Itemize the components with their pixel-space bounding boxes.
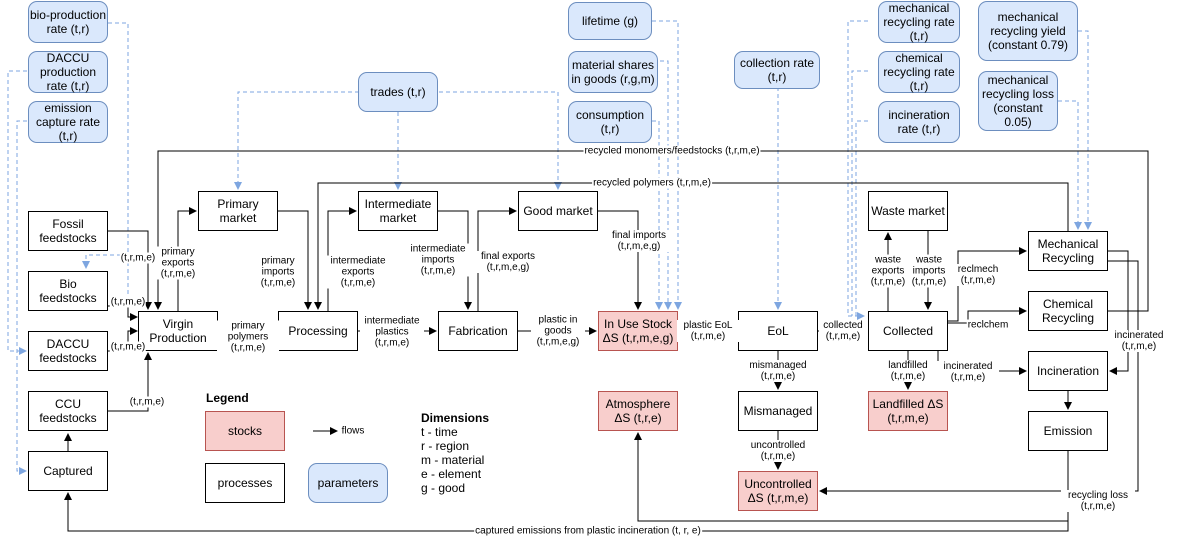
param-consumption: consumption (t,r) bbox=[568, 101, 652, 143]
param-trades: trades (t,r) bbox=[358, 72, 438, 112]
flow-final-imports bbox=[598, 210, 642, 310]
stock-landfilled: Landfilled ΔS (t,r,m,e) bbox=[868, 391, 948, 431]
process-mismanaged: Mismanaged bbox=[738, 391, 818, 431]
flow-recycled-monomers bbox=[154, 150, 1149, 312]
process-mechanical-recycling: Mechanical Recycling bbox=[1028, 231, 1108, 271]
label-ccu-flow: (t,r,m,e) bbox=[128, 396, 166, 408]
label-bio-flow: (t,r,m,e) bbox=[109, 296, 147, 308]
label-captured-emissions: captured emissions from plastic incinera… bbox=[474, 525, 702, 537]
param-bio-production-rate: bio-production rate (t,r) bbox=[28, 1, 108, 43]
label-waste-imports: waste imports (t,r,m,e) bbox=[906, 254, 952, 288]
legend-flows-label: flows bbox=[341, 425, 365, 437]
label-plastic-eol: plastic EoL (t,r,m,e) bbox=[677, 320, 739, 342]
link-lifetime bbox=[652, 20, 682, 310]
param-mechanical-recycling-yield: mechanical recycling yield (constant 0.7… bbox=[978, 1, 1078, 61]
stock-uncontrolled: Uncontrolled ΔS (t,r,m,e) bbox=[738, 471, 818, 511]
label-primary-polymers: primary polymers (t,r,m,e) bbox=[217, 320, 279, 354]
flow-incinerated-mech bbox=[1108, 250, 1129, 375]
flow-recycling-loss bbox=[819, 260, 1139, 495]
label-waste-exports: waste exports (t,r,m,e) bbox=[865, 254, 911, 288]
process-bio-feedstocks: Bio feedstocks bbox=[28, 271, 108, 311]
flow-ccu bbox=[108, 352, 152, 412]
param-emission-capture-rate: emission capture rate (t,r) bbox=[28, 101, 108, 143]
legend-dim-e: e - element bbox=[421, 467, 482, 481]
process-chemical-recycling: Chemical Recycling bbox=[1028, 291, 1108, 331]
link-material-shares bbox=[660, 60, 672, 310]
process-emission: Emission bbox=[1028, 411, 1108, 451]
param-lifetime: lifetime (g) bbox=[568, 2, 652, 40]
param-mechanical-recycling-loss: mechanical recycling loss (constant 0.05… bbox=[978, 71, 1058, 131]
link-chem-rate bbox=[851, 70, 868, 316]
legend-dim-r: r - region bbox=[421, 439, 470, 453]
flow-bio bbox=[108, 305, 138, 321]
label-recycled-polymers: recycled polymers (t,r,m,e) bbox=[592, 177, 712, 189]
process-ccu-feedstocks: CCU feedstocks bbox=[28, 391, 108, 431]
label-uncontrolled-flow: uncontrolled (t,r,m,e) bbox=[745, 440, 811, 462]
legend-dimensions: Dimensions t - time r - region m - mater… bbox=[421, 411, 489, 495]
process-virgin-production: Virgin Production bbox=[138, 311, 218, 351]
label-primary-imports: primary imports (t,r,m,e) bbox=[253, 255, 303, 289]
label-intermediate-imports: intermediate imports (t,r,m,e) bbox=[405, 243, 471, 277]
process-fabrication: Fabrication bbox=[438, 311, 518, 351]
process-fossil-feedstocks: Fossil feedstocks bbox=[28, 211, 108, 251]
flow-reclmech bbox=[948, 247, 1027, 322]
label-recycling-loss: recycling loss (t,r,m,e) bbox=[1061, 490, 1135, 512]
label-recycled-monomers: recycled monomers/feedstocks (t,r,m,e) bbox=[583, 145, 761, 157]
process-processing: Processing bbox=[278, 311, 358, 351]
process-primary-market: Primary market bbox=[198, 191, 278, 231]
link-trades-primary bbox=[234, 91, 359, 190]
label-collected-flow: collected (t,r,m,e) bbox=[819, 320, 867, 342]
process-waste-market: Waste market bbox=[868, 191, 948, 231]
flow-reclchem bbox=[948, 307, 1027, 324]
stock-atmosphere: Atmosphere ΔS (t,r,e) bbox=[598, 391, 678, 431]
legend-dim-t: t - time bbox=[421, 425, 458, 439]
flow-emission-atmosphere bbox=[634, 432, 1069, 522]
label-mismanaged-flow: mismanaged (t,r,m,e) bbox=[744, 360, 812, 382]
param-incineration-rate: incineration rate (t,r) bbox=[878, 101, 960, 143]
stock-in-use: In Use Stock ΔS (t,r,m,e,g) bbox=[598, 311, 678, 351]
process-collected: Collected bbox=[868, 311, 948, 351]
process-captured: Captured bbox=[28, 451, 108, 491]
link-emission-capture bbox=[16, 120, 27, 475]
label-fossil-flow: (t,r,m,e) bbox=[119, 252, 157, 264]
legend-dims-title: Dimensions bbox=[421, 411, 490, 425]
label-incinerated-collected: incinerated (t,r,m,e) bbox=[937, 361, 999, 383]
link-consumption bbox=[652, 120, 663, 310]
process-incineration: Incineration bbox=[1028, 351, 1108, 391]
flow-fossil bbox=[108, 230, 152, 310]
label-intermediate-plastics: intermediate plastics (t,r,m,e) bbox=[360, 315, 424, 349]
label-landfilled-flow: landfilled (t,r,m,e) bbox=[882, 360, 934, 382]
process-daccu-feedstocks: DACCU feedstocks bbox=[28, 331, 108, 371]
param-daccu-production-rate: DACCU production rate (t,r) bbox=[28, 51, 108, 93]
process-eol: EoL bbox=[738, 311, 818, 351]
label-reclchem: reclchem bbox=[966, 319, 1010, 331]
legend-dim-g: g - good bbox=[421, 481, 466, 495]
param-mechanical-recycling-rate: mechanical recycling rate (t,r) bbox=[878, 1, 960, 43]
link-trades-good bbox=[439, 91, 562, 190]
link-incin-rate bbox=[855, 120, 868, 316]
flow-primary-imports bbox=[278, 210, 312, 310]
link-mech-yield bbox=[1078, 30, 1092, 230]
legend-stocks: stocks bbox=[205, 411, 285, 451]
legend-processes: processes bbox=[205, 463, 285, 503]
legend-title: Legend bbox=[206, 391, 249, 405]
param-material-shares: material shares in goods (r,g,m) bbox=[568, 51, 658, 93]
flow-final-exports bbox=[477, 207, 517, 311]
process-good-market: Good market bbox=[518, 191, 598, 231]
label-daccu-flow: (t,r,m,e) bbox=[109, 341, 147, 353]
label-plastic-in-goods: plastic in goods (t,r,m,e,g) bbox=[531, 314, 585, 348]
label-final-imports: final imports (t,r,m,e,g) bbox=[609, 230, 669, 252]
label-final-exports: final exports (t,r,m,e,g) bbox=[477, 251, 539, 273]
label-incinerated-mech: incinerated (t,r,m,e) bbox=[1110, 330, 1168, 352]
legend-dim-m: m - material bbox=[421, 453, 485, 467]
process-intermediate-market: Intermediate market bbox=[358, 191, 438, 231]
link-mech-loss bbox=[1058, 100, 1082, 230]
label-intermediate-exports: intermediate exports (t,r,m,e) bbox=[326, 255, 390, 289]
param-chemical-recycling-rate: chemical recycling rate (t,r) bbox=[878, 51, 960, 93]
label-reclmech: reclmech (t,r,m,e) bbox=[955, 264, 1001, 286]
param-collection-rate: collection rate (t,r) bbox=[734, 51, 820, 89]
legend-parameters: parameters bbox=[308, 463, 388, 503]
label-primary-exports: primary exports (t,r,m,e) bbox=[155, 246, 201, 280]
